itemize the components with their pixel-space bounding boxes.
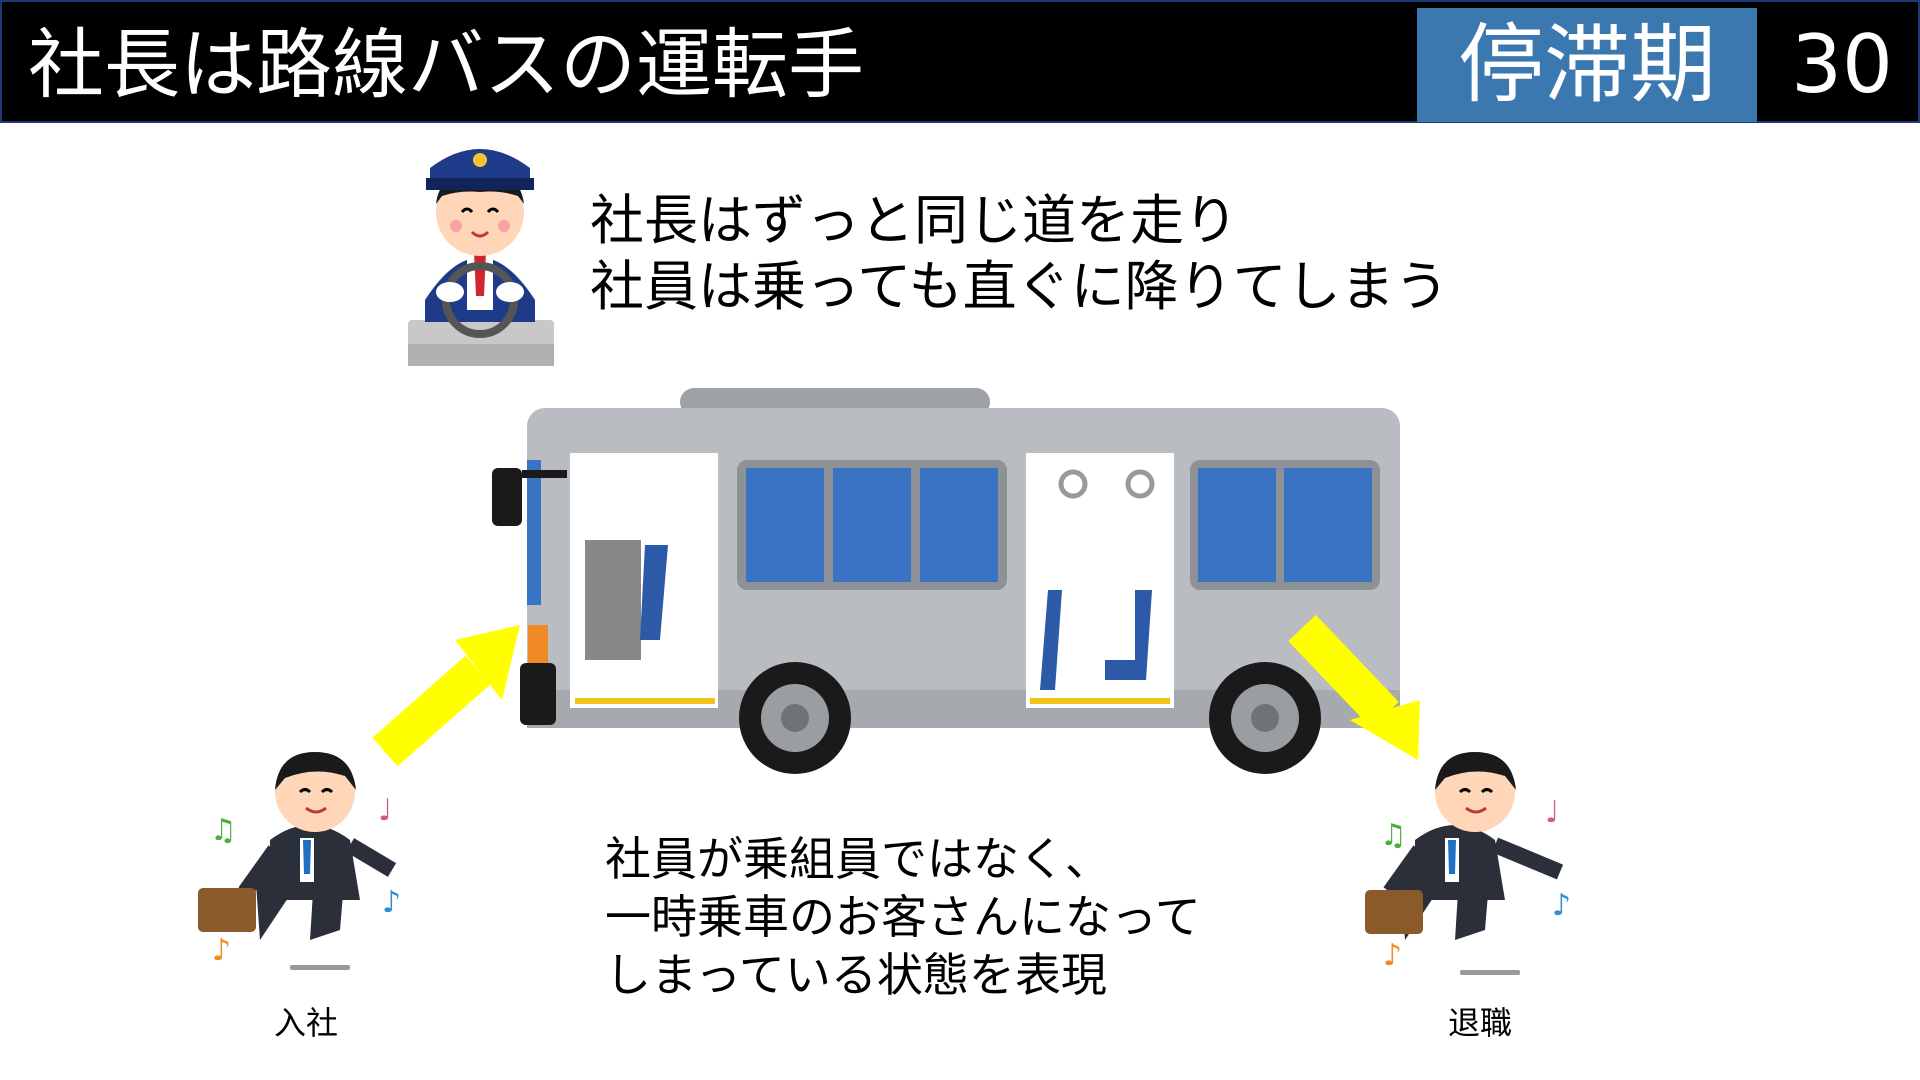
caption-bottom-line1: 社員が乗組員ではなく、	[605, 830, 1201, 888]
svg-text:♫: ♫	[210, 813, 237, 848]
caption-top-line1: 社長はずっと同じ道を走り	[590, 188, 1449, 254]
svg-text:♫: ♫	[1380, 818, 1407, 853]
svg-text:♩: ♩	[1545, 795, 1559, 830]
driver-illustration	[408, 149, 554, 366]
label-join: 入社	[274, 998, 338, 1044]
label-leave: 退職	[1448, 998, 1512, 1044]
caption-bottom: 社員が乗組員ではなく、 一時乗車のお客さんになって しまっている状態を表現	[605, 830, 1201, 1004]
caption-bottom-line2: 一時乗車のお客さんになって	[605, 888, 1201, 946]
caption-bottom-line3: しまっている状態を表現	[605, 946, 1201, 1004]
svg-text:♪: ♪	[1383, 938, 1402, 973]
svg-text:♩: ♩	[378, 793, 392, 828]
svg-text:♪: ♪	[1552, 888, 1571, 923]
caption-top: 社長はずっと同じ道を走り 社員は乗っても直ぐに降りてしまう	[590, 188, 1449, 320]
svg-text:♪: ♪	[382, 885, 401, 920]
caption-top-line2: 社員は乗っても直ぐに降りてしまう	[590, 254, 1449, 320]
svg-text:♪: ♪	[212, 933, 231, 968]
bus-illustration	[492, 388, 1400, 774]
arrow-in-icon	[385, 625, 520, 752]
